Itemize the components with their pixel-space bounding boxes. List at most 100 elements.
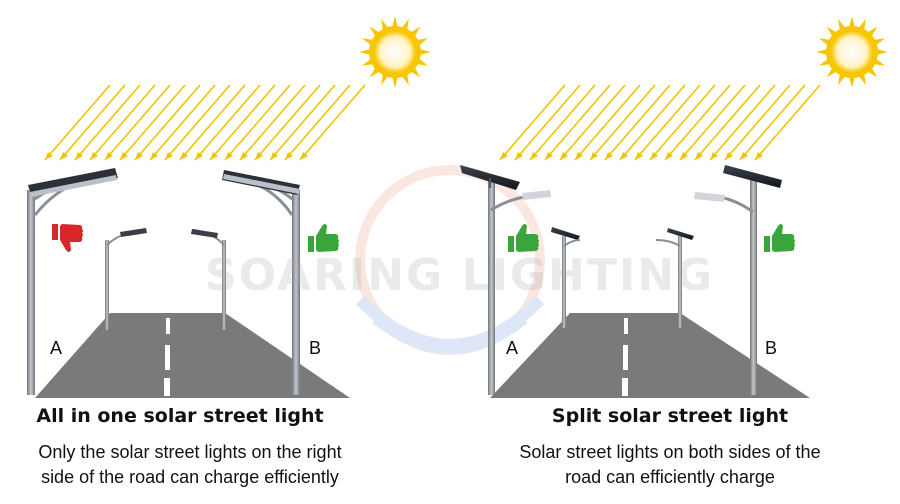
sun-ray-arrowhead bbox=[135, 152, 143, 160]
label-a-left: A bbox=[50, 338, 63, 358]
road-right bbox=[490, 313, 810, 398]
sun-spike bbox=[391, 75, 399, 88]
split-light-pole-b bbox=[694, 165, 782, 395]
panel-all-in-one bbox=[27, 16, 431, 398]
thumbs-up-icon bbox=[764, 224, 795, 252]
sun-ray-arrowhead bbox=[180, 152, 188, 160]
sun-ray-arrowhead bbox=[165, 152, 173, 160]
street-light-far-right bbox=[191, 229, 226, 330]
sun-ray-arrowhead bbox=[695, 152, 703, 160]
sun-ray bbox=[179, 84, 246, 161]
thumbs-down-icon bbox=[52, 224, 83, 252]
sun-ray-arrowhead bbox=[710, 152, 718, 160]
sun-ray-arrowhead bbox=[500, 152, 508, 160]
sun-spike bbox=[875, 48, 888, 56]
sun-ray-arrowhead bbox=[590, 152, 598, 160]
sun-ray bbox=[104, 84, 171, 161]
sun-spike bbox=[391, 16, 399, 29]
sun-ray bbox=[149, 84, 216, 161]
split-light-far-left bbox=[551, 227, 581, 328]
sun-ray-arrowhead bbox=[75, 152, 83, 160]
sun-icon bbox=[359, 16, 431, 88]
sun-ray-arrowhead bbox=[120, 152, 128, 160]
sun-ray-arrowhead bbox=[90, 152, 98, 160]
sun-ray-arrowhead bbox=[285, 152, 293, 160]
sun-ray bbox=[679, 84, 746, 161]
sun-spike bbox=[848, 16, 856, 29]
sun-ray-arrowhead bbox=[105, 152, 113, 160]
sun-ray bbox=[694, 84, 761, 161]
sun-ray bbox=[589, 84, 656, 161]
sun-ray-arrowhead bbox=[150, 152, 158, 160]
description-line: Only the solar street lights on the righ… bbox=[38, 442, 342, 462]
sun-ray bbox=[194, 84, 261, 161]
label-a-right: A bbox=[506, 338, 519, 358]
watermark-text: SOARING LIGHTING bbox=[205, 250, 715, 301]
label-b-left: B bbox=[309, 338, 322, 358]
sun-ray bbox=[239, 84, 306, 161]
sun-ray-arrowhead bbox=[515, 152, 523, 160]
sun-ray bbox=[74, 84, 141, 161]
sun-spike bbox=[848, 75, 856, 88]
sun-ray-arrowhead bbox=[60, 152, 68, 160]
sun-ray-arrowhead bbox=[755, 152, 763, 160]
lane-marking bbox=[623, 345, 628, 370]
sun-ray bbox=[284, 84, 351, 161]
thumbs-up-icon bbox=[308, 224, 339, 252]
sun-ray-arrowhead bbox=[560, 152, 568, 160]
sun-ray-arrowhead bbox=[635, 152, 643, 160]
sun-ray-arrowhead bbox=[605, 152, 613, 160]
sun-ray bbox=[164, 84, 231, 161]
sun-ray bbox=[574, 84, 641, 161]
lane-marking bbox=[622, 378, 628, 396]
sun-ray bbox=[134, 84, 201, 161]
sun-ray bbox=[649, 84, 716, 161]
sun-ray-arrowhead bbox=[620, 152, 628, 160]
sun-ray-arrowhead bbox=[300, 152, 308, 160]
lane-marking bbox=[164, 378, 170, 396]
lane-marking bbox=[165, 345, 170, 370]
sun-ray-arrowhead bbox=[575, 152, 583, 160]
sun-ray-arrowhead bbox=[740, 152, 748, 160]
sun-ray bbox=[89, 84, 156, 161]
description-line: Solar street lights on both sides of the bbox=[519, 442, 821, 462]
thumbs-up-icon bbox=[508, 224, 539, 252]
sun-spike bbox=[418, 48, 431, 56]
sun-icon bbox=[816, 16, 888, 88]
sun-ray bbox=[634, 84, 701, 161]
split-light-far-right bbox=[655, 228, 694, 328]
sun-ray bbox=[44, 84, 111, 161]
sun-ray-arrowhead bbox=[195, 152, 203, 160]
sun-spike bbox=[816, 48, 829, 56]
lane-marking bbox=[166, 318, 170, 334]
street-light-far-left bbox=[105, 228, 147, 330]
road-left bbox=[35, 313, 350, 398]
label-b-right: B bbox=[765, 338, 778, 358]
sun-ray-arrowhead bbox=[530, 152, 538, 160]
split-light-pole-a bbox=[460, 165, 551, 395]
sun-ray bbox=[664, 84, 731, 161]
sun-ray bbox=[514, 84, 581, 161]
description-line: side of the road can charge efficiently bbox=[41, 467, 339, 487]
sun-ray bbox=[269, 84, 336, 161]
sun-ray-arrowhead bbox=[545, 152, 553, 160]
sun-ray-arrowhead bbox=[225, 152, 233, 160]
description-line: road can efficiently charge bbox=[565, 467, 775, 487]
sun-ray-arrowhead bbox=[680, 152, 688, 160]
sun-ray-arrowhead bbox=[45, 152, 53, 160]
sun-ray bbox=[739, 84, 806, 161]
street-light-pole-b bbox=[222, 170, 300, 395]
panel-split bbox=[460, 16, 888, 398]
sun-ray bbox=[499, 84, 566, 161]
sun-ray bbox=[529, 84, 596, 161]
thumbs-up-shape bbox=[764, 224, 795, 252]
sun-ray bbox=[724, 84, 791, 161]
sun-ray bbox=[299, 84, 366, 161]
sun-ray bbox=[709, 84, 776, 161]
sun-ray bbox=[619, 84, 686, 161]
sun-ray bbox=[119, 84, 186, 161]
panel-title-left: All in one solar street light bbox=[36, 405, 324, 427]
sun-ray-arrowhead bbox=[210, 152, 218, 160]
sun-ray bbox=[209, 84, 276, 161]
sun-ray bbox=[254, 84, 321, 161]
